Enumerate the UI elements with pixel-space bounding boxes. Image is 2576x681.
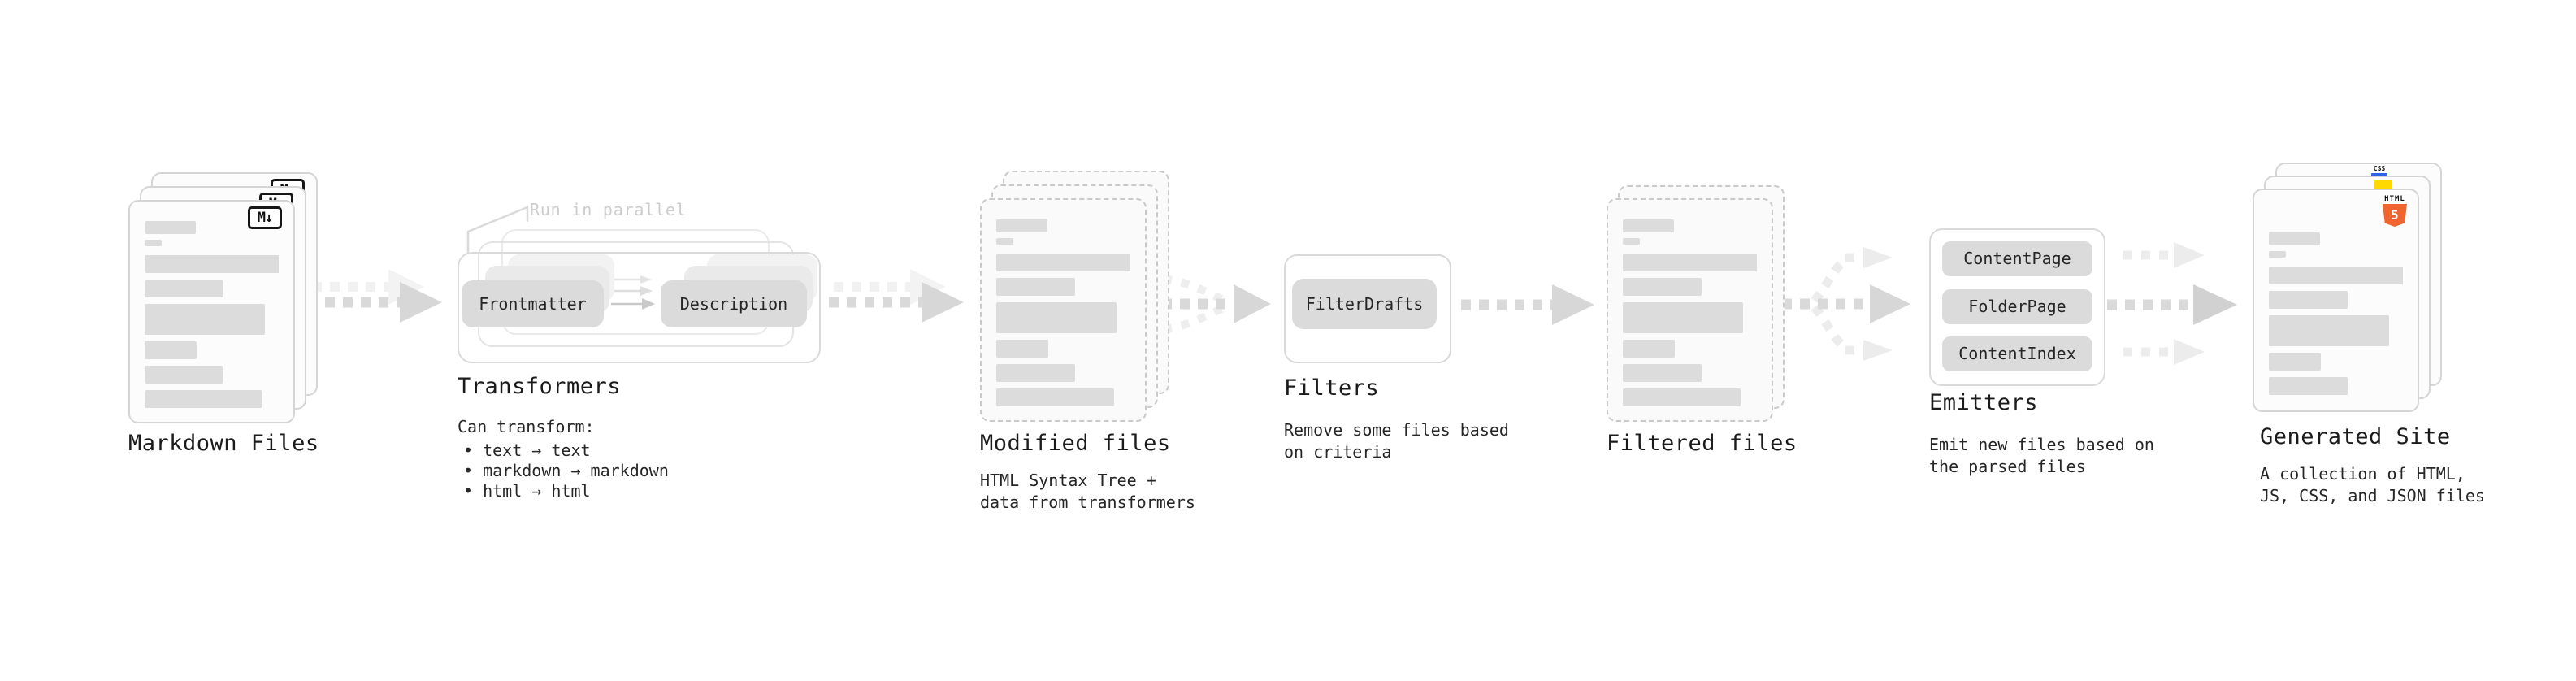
doc-text-line — [996, 302, 1117, 333]
doc-text-line — [145, 390, 262, 408]
bullet-item: • html → html — [463, 481, 591, 501]
doc-text-line — [145, 221, 196, 234]
contentindex-pill: ContentIndex — [1942, 336, 2092, 371]
doc-text-line — [1623, 364, 1702, 382]
generated-site-label: Generated Site — [2260, 424, 2451, 449]
doc-text-line — [996, 388, 1114, 406]
bullet-item: • markdown → markdown — [463, 461, 669, 480]
document-content — [996, 219, 1130, 410]
doc-text-line — [2269, 267, 2403, 284]
document-card — [1607, 198, 1773, 422]
css-icon: CSS — [2371, 166, 2387, 176]
doc-text-line — [1623, 340, 1675, 358]
doc-text-line — [996, 219, 1047, 232]
emitters-description: Emit new files based on the parsed files — [1929, 435, 2154, 476]
arrow-transformers-to-modified — [829, 269, 964, 323]
doc-text-line — [996, 238, 1013, 245]
doc-text-line — [145, 255, 279, 273]
arrow-emitters-to-generated — [2107, 242, 2237, 365]
html5-shield: 5 — [2383, 204, 2407, 227]
doc-text-line — [2269, 377, 2348, 395]
transformers-note-title: Can transform: — [458, 417, 595, 436]
generated-site-stack: CSS HTML 5 — [2253, 163, 2442, 414]
doc-text-line — [996, 364, 1075, 382]
generated-site-description: A collection of HTML, JS, CSS, and JSON … — [2260, 464, 2485, 505]
filters-label: Filters — [1284, 375, 1380, 401]
doc-text-line — [1623, 302, 1743, 333]
arrow-modified-to-filters — [1144, 274, 1271, 334]
folderpage-pill: FolderPage — [1942, 289, 2092, 324]
arrow-filtered-to-emitters — [1782, 247, 1910, 361]
arrow-filters-to-filtered — [1461, 284, 1594, 325]
contentpage-pill: ContentPage — [1942, 241, 2092, 276]
modified-files-label: Modified files — [980, 431, 1171, 456]
document-content — [145, 221, 279, 412]
annotation-leader-line — [466, 206, 529, 254]
filters-description: Remove some files based on criteria — [1284, 420, 1509, 462]
doc-text-line — [2269, 251, 2286, 258]
transformer-box-front — [458, 252, 821, 363]
doc-text-line — [1623, 238, 1640, 245]
doc-text-line — [2269, 232, 2320, 245]
doc-text-line — [1623, 254, 1757, 271]
emitters-label: Emitters — [1929, 390, 2039, 415]
filterdrafts-pill: FilterDrafts — [1292, 279, 1437, 329]
html5-icon: HTML 5 — [2381, 195, 2409, 227]
css-icon-bar — [2371, 173, 2387, 176]
doc-text-line — [145, 366, 223, 384]
doc-text-line — [996, 278, 1075, 296]
doc-text-line — [145, 304, 265, 335]
doc-text-line — [1623, 388, 1741, 406]
transformers-label: Transformers — [458, 374, 622, 399]
doc-text-line — [2269, 353, 2321, 371]
bullet-item: • text → text — [463, 440, 591, 460]
document-content — [2269, 232, 2403, 401]
modified-files-stack — [980, 171, 1169, 422]
modified-files-description: HTML Syntax Tree + data from transformer… — [980, 471, 1195, 512]
arrow-markdown-to-transformers — [307, 269, 442, 323]
doc-text-line — [145, 341, 197, 359]
doc-text-line — [996, 254, 1130, 271]
markdown-files-label: Markdown Files — [128, 431, 319, 456]
transformer-step-arrows — [611, 275, 655, 310]
document-card — [980, 198, 1147, 422]
doc-text-line — [1623, 219, 1674, 232]
transformers-bullet-list: • text → text • markdown → markdown • ht… — [463, 440, 669, 501]
doc-text-line — [2269, 291, 2348, 309]
filtered-files-label: Filtered files — [1607, 431, 1798, 456]
doc-text-line — [145, 280, 223, 297]
doc-text-line — [145, 240, 162, 246]
document-content — [1623, 219, 1757, 410]
description-pill: Description — [661, 280, 807, 327]
frontmatter-pill: Frontmatter — [462, 280, 604, 327]
filtered-files-stack — [1607, 185, 1785, 422]
doc-text-line — [2269, 315, 2389, 346]
doc-text-line — [996, 340, 1048, 358]
markdown-files-stack: M↓ M↓ M↓ — [128, 172, 318, 423]
markdown-icon: M↓ — [248, 206, 282, 229]
document-card: HTML 5 — [2253, 189, 2419, 412]
run-in-parallel-annotation: Run in parallel — [530, 200, 687, 219]
doc-text-line — [1623, 278, 1702, 296]
document-card: M↓ — [128, 200, 295, 423]
